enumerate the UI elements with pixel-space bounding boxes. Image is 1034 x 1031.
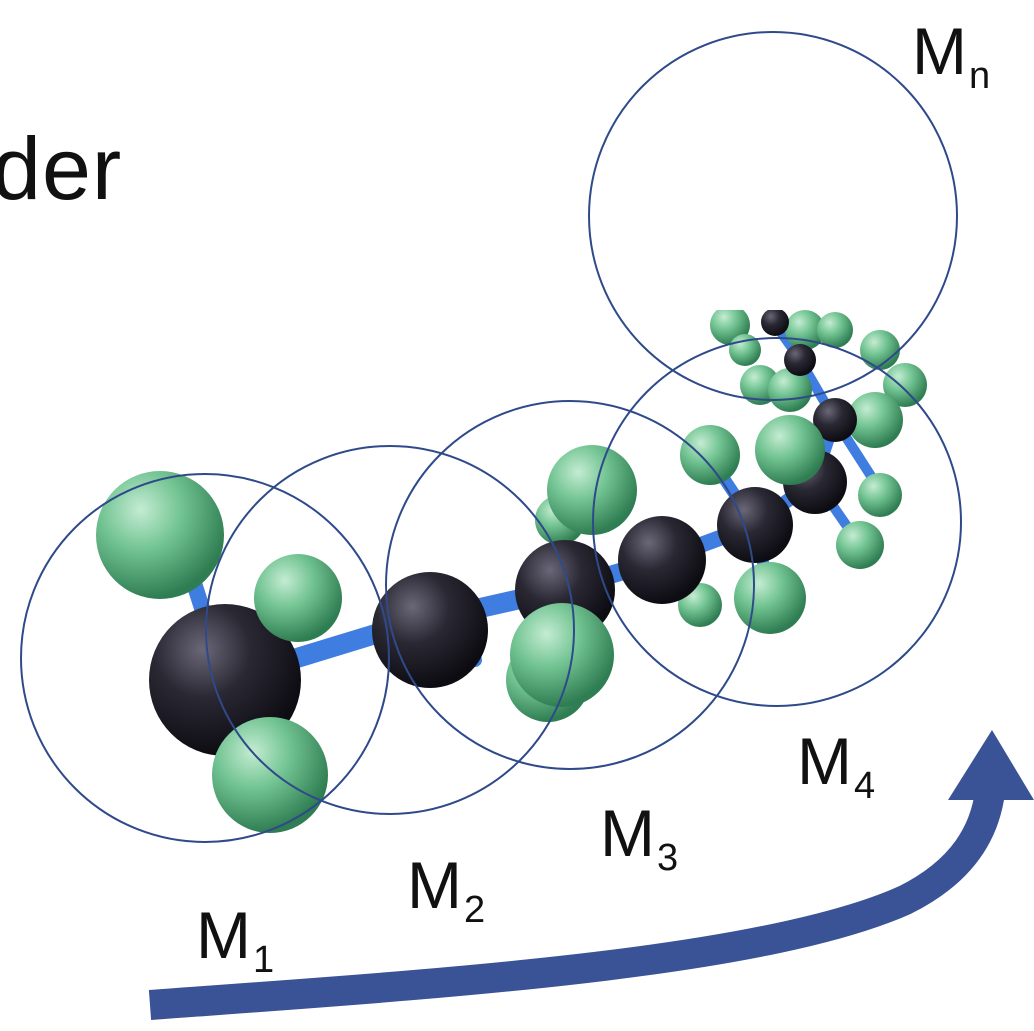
monomer-circle-2	[205, 445, 575, 815]
hydrogen-atom	[254, 554, 342, 642]
hydrogen-atom	[212, 717, 328, 833]
hydrogen-atom	[847, 392, 903, 448]
hydrogen-atom	[836, 521, 884, 569]
monomer-label-sub: 4	[853, 765, 876, 807]
hydrogen-atom	[510, 603, 614, 707]
hydrogen-atom	[768, 368, 812, 412]
carbon-atom	[784, 344, 816, 376]
hydrogen-atom	[734, 562, 806, 634]
carbon-atom	[717, 487, 793, 563]
partial-title: der	[0, 119, 123, 218]
hydrogen-atom	[883, 363, 927, 407]
hydrogen-atom	[547, 445, 637, 535]
monomer-label-3: M3	[600, 800, 678, 877]
hydrogen-atom	[858, 473, 902, 517]
monomer-label-base: M	[797, 724, 852, 798]
monomer-label-sub: 3	[656, 837, 679, 879]
arrow-head-icon	[948, 730, 1034, 800]
monomer-label-1: M1	[196, 902, 274, 979]
hydrogen-atoms-front	[96, 415, 825, 833]
hydrogen-atom	[785, 310, 825, 350]
carbon-atom	[813, 398, 857, 442]
monomer-label-4: M4	[797, 728, 875, 805]
monomer-label-sub: n	[968, 55, 991, 97]
hydrogen-atom	[817, 312, 853, 348]
carbon-atom	[618, 516, 706, 604]
hydrogen-atom	[680, 425, 740, 485]
monomer-circle-4	[592, 337, 962, 707]
monomer-label-sub: 1	[252, 939, 275, 981]
monomer-label-n: Mn	[912, 18, 990, 95]
monomer-label-sub: 2	[463, 889, 486, 931]
monomer-circle-1	[20, 473, 390, 843]
monomer-label-base: M	[912, 14, 967, 88]
hydrogen-atom	[755, 415, 825, 485]
monomer-label-base: M	[600, 796, 655, 870]
carbon-atom	[761, 308, 789, 336]
image-clip-mask	[700, 230, 900, 310]
growth-direction-arrow	[148, 730, 1034, 1020]
hydrogen-atoms-back	[535, 305, 927, 634]
monomer-label-2: M2	[407, 852, 485, 929]
monomer-label-base: M	[407, 848, 462, 922]
monomer-circle-3	[385, 400, 755, 770]
hydrogen-atom	[96, 471, 224, 599]
monomer-circle-n	[588, 31, 958, 401]
monomer-circles	[20, 31, 962, 843]
hydrogen-atom	[860, 330, 900, 370]
monomer-label-base: M	[196, 898, 251, 972]
